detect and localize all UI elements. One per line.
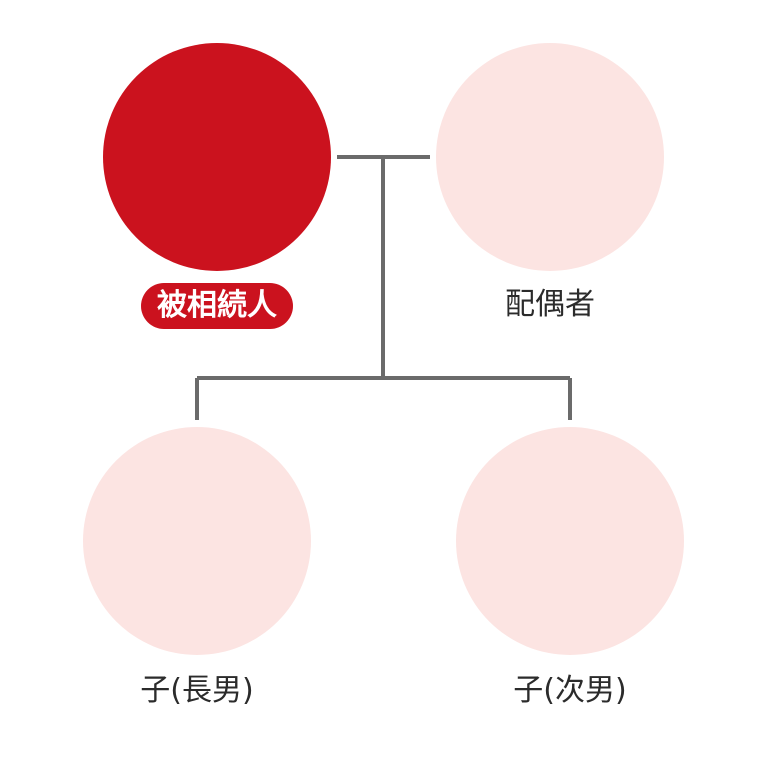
spouse-circle — [436, 43, 664, 271]
spouse-node — [436, 43, 664, 271]
child2-label: 子(次男) — [513, 673, 627, 708]
deceased-node — [103, 43, 331, 271]
child1-label: 子(長男) — [140, 673, 254, 708]
child1-circle — [83, 427, 311, 655]
child2-circle — [456, 427, 684, 655]
spouse-label: 配偶者 — [505, 287, 595, 322]
connector-lines — [195, 155, 572, 420]
child2-node — [456, 427, 684, 655]
deceased-circle — [103, 43, 331, 271]
child1-node — [83, 427, 311, 655]
deceased-label: 被相続人 — [141, 283, 293, 329]
